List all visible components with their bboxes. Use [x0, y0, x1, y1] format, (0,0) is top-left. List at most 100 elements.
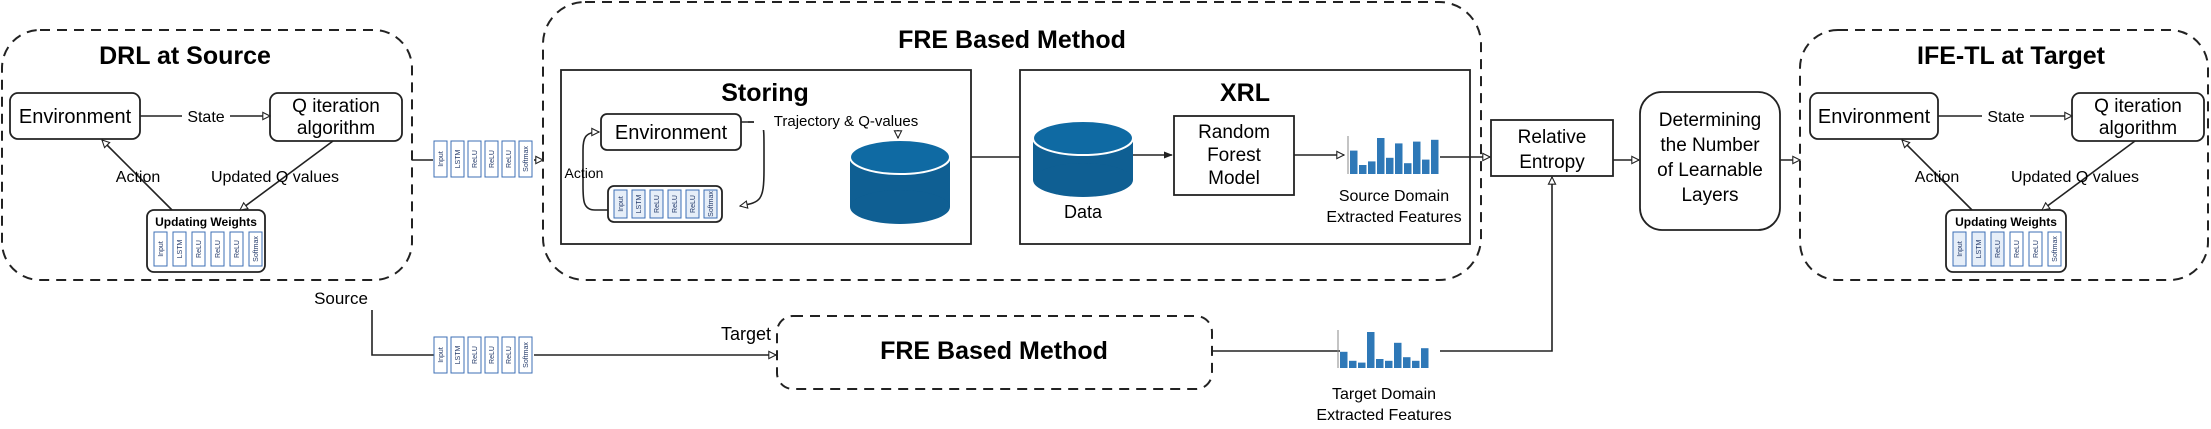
layer-block — [450, 336, 465, 374]
layer-block — [1952, 231, 1967, 267]
layer-block — [703, 189, 718, 219]
relative-entropy-label-2: Entropy — [1519, 152, 1585, 173]
storing-database-icon — [849, 139, 951, 224]
drl-action-arrow — [102, 140, 173, 211]
determining-box — [1639, 91, 1781, 231]
layer-label: ReLU — [654, 195, 661, 213]
layer-label: ReLU — [472, 150, 479, 168]
target-features-histogram — [1337, 330, 1429, 368]
target-label-bg — [715, 322, 777, 344]
layer-label: Softmax — [523, 342, 530, 368]
ife-action-label: Action — [1915, 169, 1959, 186]
ife-state-label: State — [1987, 109, 2024, 126]
layer-label: ReLU — [489, 150, 496, 168]
rf-label-1: Random — [1198, 122, 1270, 143]
layer-label: Softmax — [708, 191, 715, 217]
layer-label: LSTM — [455, 149, 462, 168]
ife-action-arrow — [1902, 140, 1973, 211]
layer-label: LSTM — [636, 194, 643, 213]
ife-weights-title: Updating Weights — [1955, 215, 2057, 229]
layer-block — [2028, 231, 2043, 267]
hist-bar — [1394, 342, 1402, 368]
drl-weights-title: Updating Weights — [155, 215, 257, 229]
layer-block — [631, 189, 646, 219]
layer-block — [450, 140, 465, 178]
layer-strip-top: Input LSTM ReLU ReLU ReLU Softmax — [433, 140, 533, 178]
layer-block — [229, 231, 244, 267]
layer-label: Input — [438, 347, 445, 363]
ife-updated-arrow — [2042, 140, 2136, 210]
layer-label: LSTM — [1976, 239, 1983, 258]
xrl-database-icon — [1032, 120, 1134, 197]
rf-label-2: Forest — [1207, 145, 1262, 166]
target-features-label-1: Target Domain — [1332, 386, 1436, 403]
drl-state-label: State — [187, 109, 224, 126]
layer-label: Input — [618, 196, 625, 212]
rf-label-3: Model — [1208, 168, 1260, 189]
layer-label: ReLU — [690, 195, 697, 213]
layer-block — [1971, 231, 1986, 267]
layer-block — [518, 140, 533, 178]
ife-updated-label: Updated Q values — [2011, 169, 2139, 186]
fre-bottom-dashed-border — [776, 315, 1213, 390]
layer-block — [467, 140, 482, 178]
layer-label: ReLU — [215, 240, 222, 258]
hist-bar — [1358, 362, 1366, 368]
layer-block — [518, 336, 533, 374]
drl-algorithm-label-1: Q iteration — [292, 96, 380, 117]
determining-label-2: the Number — [1660, 135, 1760, 156]
layer-block — [172, 231, 187, 267]
hist-bar — [1403, 357, 1411, 368]
layer-label: ReLU — [196, 240, 203, 258]
layer-label: ReLU — [472, 346, 479, 364]
ife-dashed-border — [1799, 29, 2209, 281]
hist-bar — [1368, 161, 1376, 174]
ife-state-label-bg — [1982, 106, 2030, 126]
layer-label: ReLU — [672, 195, 679, 213]
layer-label: Input — [438, 151, 445, 167]
storing-environment-box — [600, 113, 742, 151]
layer-block — [2047, 231, 2062, 267]
fre-top-title: FRE Based Method — [898, 26, 1126, 54]
trajectory-label-bg — [754, 112, 938, 130]
layer-label: Input — [158, 241, 165, 257]
xrl-data-label: Data — [1064, 202, 1103, 222]
target-to-entropy-arrow — [1440, 177, 1552, 352]
source-label: Source — [314, 289, 368, 308]
storing-action-label: Action — [565, 165, 604, 181]
determining-label-1: Determining — [1659, 110, 1761, 131]
target-features-label-2: Extracted Features — [1316, 407, 1451, 424]
drl-dashed-border — [1, 29, 413, 281]
layer-block — [433, 140, 448, 178]
layer-block — [501, 336, 516, 374]
storing-environment-label: Environment — [615, 122, 728, 144]
layer-block — [649, 189, 664, 219]
layer-block — [667, 189, 682, 219]
storing-network-layers: Input LSTM ReLU ReLU ReLU Softmax — [613, 189, 718, 219]
source-line — [371, 310, 434, 356]
drl-state-label-bg — [182, 106, 230, 126]
layer-label: LSTM — [177, 239, 184, 258]
storing-title: Storing — [721, 79, 809, 107]
hist-bar — [1340, 351, 1348, 368]
hist-bar — [1421, 348, 1429, 368]
layer-block — [248, 231, 263, 267]
hist-bar — [1404, 163, 1412, 174]
layer-label: ReLU — [506, 346, 513, 364]
layer-label: LSTM — [455, 345, 462, 364]
fre-top-dashed-border — [542, 1, 1482, 281]
layer-label: Softmax — [523, 146, 530, 172]
drl-updated-arrow — [240, 140, 334, 210]
hist-bar — [1349, 360, 1357, 368]
layer-label: ReLU — [506, 150, 513, 168]
layer-block — [501, 140, 516, 178]
random-forest-box — [1173, 115, 1295, 196]
layer-label: Softmax — [2052, 236, 2059, 262]
hist-bar — [1386, 157, 1394, 174]
relative-entropy-box — [1490, 119, 1614, 177]
storing-loop-left — [582, 132, 608, 211]
ife-environment-label: Environment — [1818, 106, 1931, 128]
source-features-label-1: Source Domain — [1339, 188, 1449, 205]
